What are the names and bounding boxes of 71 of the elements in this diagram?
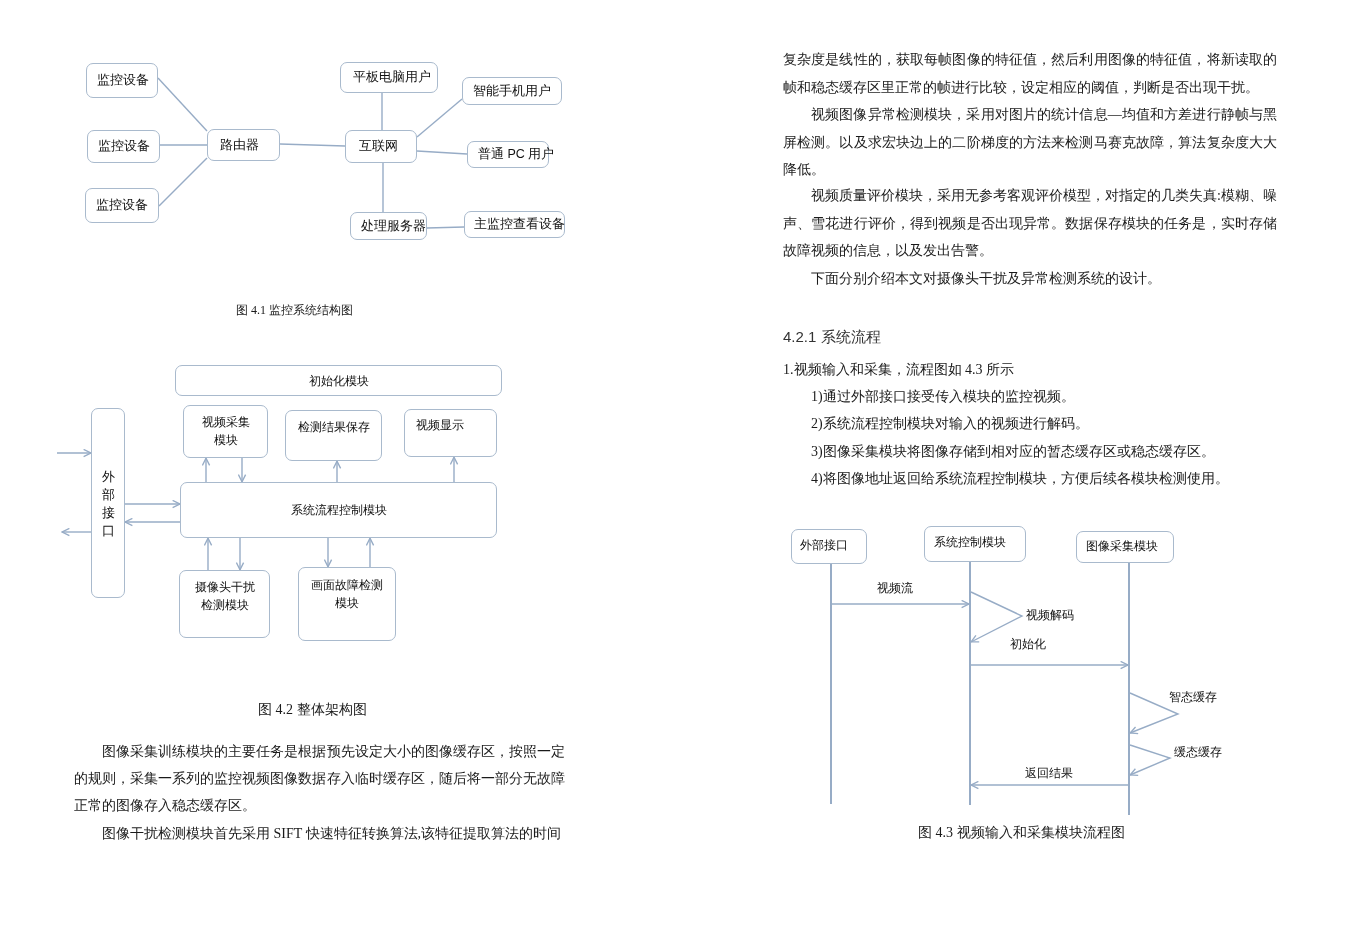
arrow	[201, 457, 211, 483]
connector-line	[382, 162, 384, 213]
edge-label: 初始化	[1009, 637, 1047, 651]
message-arrow	[831, 599, 970, 609]
edge-label: 返回结果	[1024, 766, 1074, 780]
arrow	[203, 537, 213, 571]
connector-line	[158, 157, 208, 207]
network-node-box: 互联网	[345, 130, 417, 163]
connector-line	[426, 226, 465, 229]
arrow	[365, 537, 375, 568]
network-node-box: 路由器	[207, 129, 280, 161]
list-item: 4)将图像地址返回给系统流程控制模块，方便后续各模块检测使用。	[811, 470, 1229, 488]
arrow	[323, 537, 333, 568]
network-node-box: 监控设备	[86, 63, 158, 98]
paragraph: 下面分别介绍本文对摄像头干扰及异常检测系统的设计。	[810, 270, 1162, 289]
module-box: 检测结果保存	[285, 410, 382, 461]
edge-label: 智态缓存	[1168, 690, 1218, 704]
network-node-box: 监控设备	[85, 188, 159, 223]
list-item: 3)图像采集模块将图像存储到相对应的暂态缓存区或稳态缓存区。	[811, 443, 1215, 461]
edge-label: 视频流	[876, 581, 914, 595]
lifeline	[969, 562, 971, 805]
module-box: 系统流程控制模块	[180, 482, 497, 538]
self-message-arrow	[1129, 744, 1172, 777]
network-node-box: 处理服务器	[350, 212, 427, 240]
paragraph: 视频质量评价模块，采用无参考客观评价模型，对指定的几类失真:模糊、噪声、雪花进行评价，得到视频是否出现异常。数据保存模块的任务是，实时存储故障视频的信息，以及发出告警。	[783, 187, 1277, 260]
arrow	[235, 537, 245, 571]
edge-label: 视频解码	[1025, 608, 1075, 622]
list-item: 1)通过外部接口接受传入模块的监控视频。	[811, 388, 1075, 406]
lifeline	[1128, 563, 1130, 815]
edge-label: 缓态缓存	[1173, 745, 1223, 759]
paragraph: 复杂度是线性的，获取每帧图像的特征值，然后利用图像的特征值，将新读取的帧和稳态缓存区里正常的帧进行比较，设定相应的阈值，判断是否出现干扰。	[783, 51, 1277, 97]
self-message-arrow	[1129, 692, 1180, 735]
lifeline	[830, 564, 832, 804]
connector-line	[416, 98, 463, 138]
paragraph: 图像采集训练模块的主要任务是根据预先设定大小的图像缓存区，按照一定的规则，采集一系列的监控视频图像数据存入临时缓存区，随后将一部分无故障正常的图像存入稳态缓存区。	[74, 742, 565, 815]
arrow	[332, 460, 342, 483]
arrow	[237, 457, 247, 483]
connector-line	[381, 92, 383, 131]
figure-caption: 图 4.3 视频输入和采集模块流程图	[918, 824, 1125, 842]
arrow	[56, 448, 92, 458]
self-message-arrow	[970, 591, 1024, 643]
arrow	[449, 456, 459, 483]
network-node-box: 智能手机用户	[462, 77, 562, 105]
participant-box: 系统控制模块	[924, 526, 1026, 562]
paragraph: 图像干扰检测模块首先采用 SIFT 快速特征转换算法,该特征提取算法的时间	[101, 824, 562, 843]
participant-box: 图像采集模块	[1076, 531, 1174, 563]
figure-caption: 图 4.1 监控系统结构图	[236, 302, 353, 318]
network-node-box: 平板电脑用户	[340, 62, 438, 93]
arrow	[124, 499, 181, 509]
network-node-box: 监控设备	[87, 130, 160, 163]
connector-line	[279, 143, 346, 147]
connector-line	[416, 150, 468, 155]
list-item: 1.视频输入和采集，流程图如 4.3 所示	[783, 361, 1014, 379]
arrow	[124, 517, 181, 527]
section-heading: 4.2.1 系统流程	[783, 327, 881, 347]
arrow	[61, 527, 92, 537]
figure-caption: 图 4.2 整体架构图	[258, 701, 367, 719]
module-box: 视频采集模块	[183, 405, 268, 458]
connector-line	[157, 77, 208, 132]
network-node-box: 主监控查看设备	[464, 211, 565, 238]
message-arrow	[970, 780, 1129, 790]
module-box: 视频显示	[404, 409, 497, 457]
message-arrow	[970, 660, 1129, 670]
module-box: 摄像头干扰检测模块	[179, 570, 270, 638]
paragraph: 视频图像异常检测模块，采用对图片的统计信息—均值和方差进行静帧与黑屏检测。以及求宏块边上的二阶梯度的方法来检测马赛克故障，算法复杂度大大降低。	[783, 106, 1277, 179]
interface-box: 外部接口	[91, 408, 125, 598]
participant-box: 外部接口	[791, 529, 867, 564]
connector-line	[159, 144, 208, 146]
module-box: 画面故障检测模块	[298, 567, 396, 641]
module-box: 初始化模块	[175, 365, 502, 396]
list-item: 2)系统流程控制模块对输入的视频进行解码。	[811, 415, 1089, 433]
